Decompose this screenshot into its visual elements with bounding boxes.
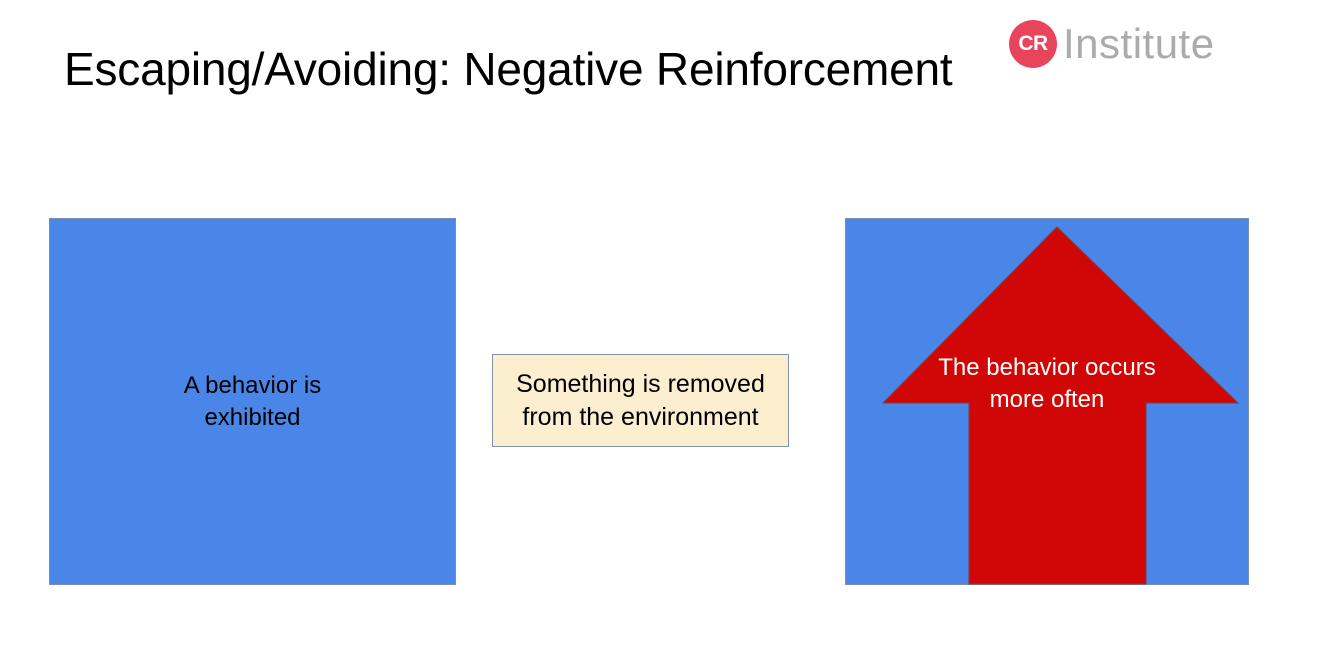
stage-something-removed: Something is removed from the environmen… <box>492 354 789 447</box>
stage-1-text: A behavior is exhibited <box>113 370 393 433</box>
stage-3-line-2: more often <box>989 385 1105 413</box>
logo-wordmark: Institute <box>1063 20 1215 67</box>
stage-1-line-1: A behavior is <box>183 371 322 399</box>
brand-logo: CR Institute <box>1009 18 1215 70</box>
stage-1-line-2: exhibited <box>204 403 301 431</box>
stage-behavior-exhibited: A behavior is exhibited <box>49 218 456 585</box>
page-title: Escaping/Avoiding: Negative Reinforcemen… <box>64 43 953 95</box>
stage-3-text: The behavior occurs more often <box>845 352 1249 415</box>
stage-3-line-1: The behavior occurs <box>938 354 1156 381</box>
cr-logo-icon: CR <box>1009 20 1057 68</box>
stage-2-line-2: from the environment <box>522 402 759 431</box>
stage-2-text: Something is removed from the environmen… <box>498 368 784 433</box>
stage-2-line-1: Something is removed <box>516 370 765 398</box>
